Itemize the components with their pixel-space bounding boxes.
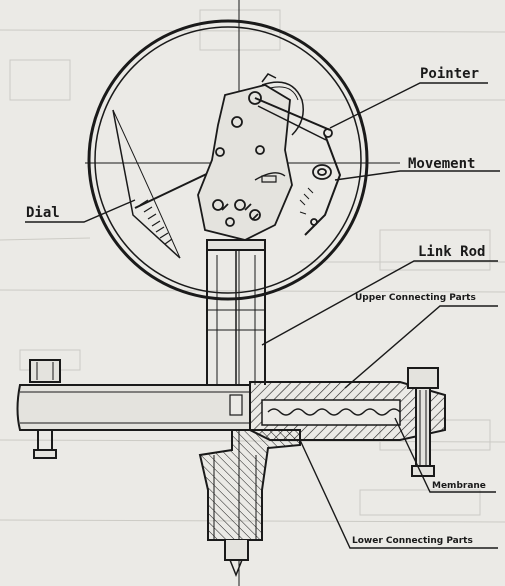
flange-base [16,359,251,459]
label-movement: Movement [408,156,475,172]
leader-dial [25,199,136,223]
leader-upper-connecting [344,305,498,389]
right-bolt [407,367,439,477]
upper-connecting-parts [249,381,446,441]
label-link-rod: Link Rod [418,244,485,260]
label-lower-connecting-parts: Lower Connecting Parts [352,536,473,546]
movement-mechanism [197,73,342,241]
gauge-dial [87,19,369,301]
leader-membrane [394,417,496,493]
dial-scale [112,109,181,259]
leader-lines [25,82,500,549]
label-upper-connecting-parts: Upper Connecting Parts [355,293,476,303]
leader-link-rod [261,260,498,346]
leader-lower-connecting [299,439,498,549]
stem-tube [206,239,266,400]
label-pointer: Pointer [420,66,479,82]
leader-movement [334,170,500,181]
label-membrane: Membrane [432,481,486,491]
label-dial: Dial [26,205,60,221]
leader-pointer [329,82,488,129]
